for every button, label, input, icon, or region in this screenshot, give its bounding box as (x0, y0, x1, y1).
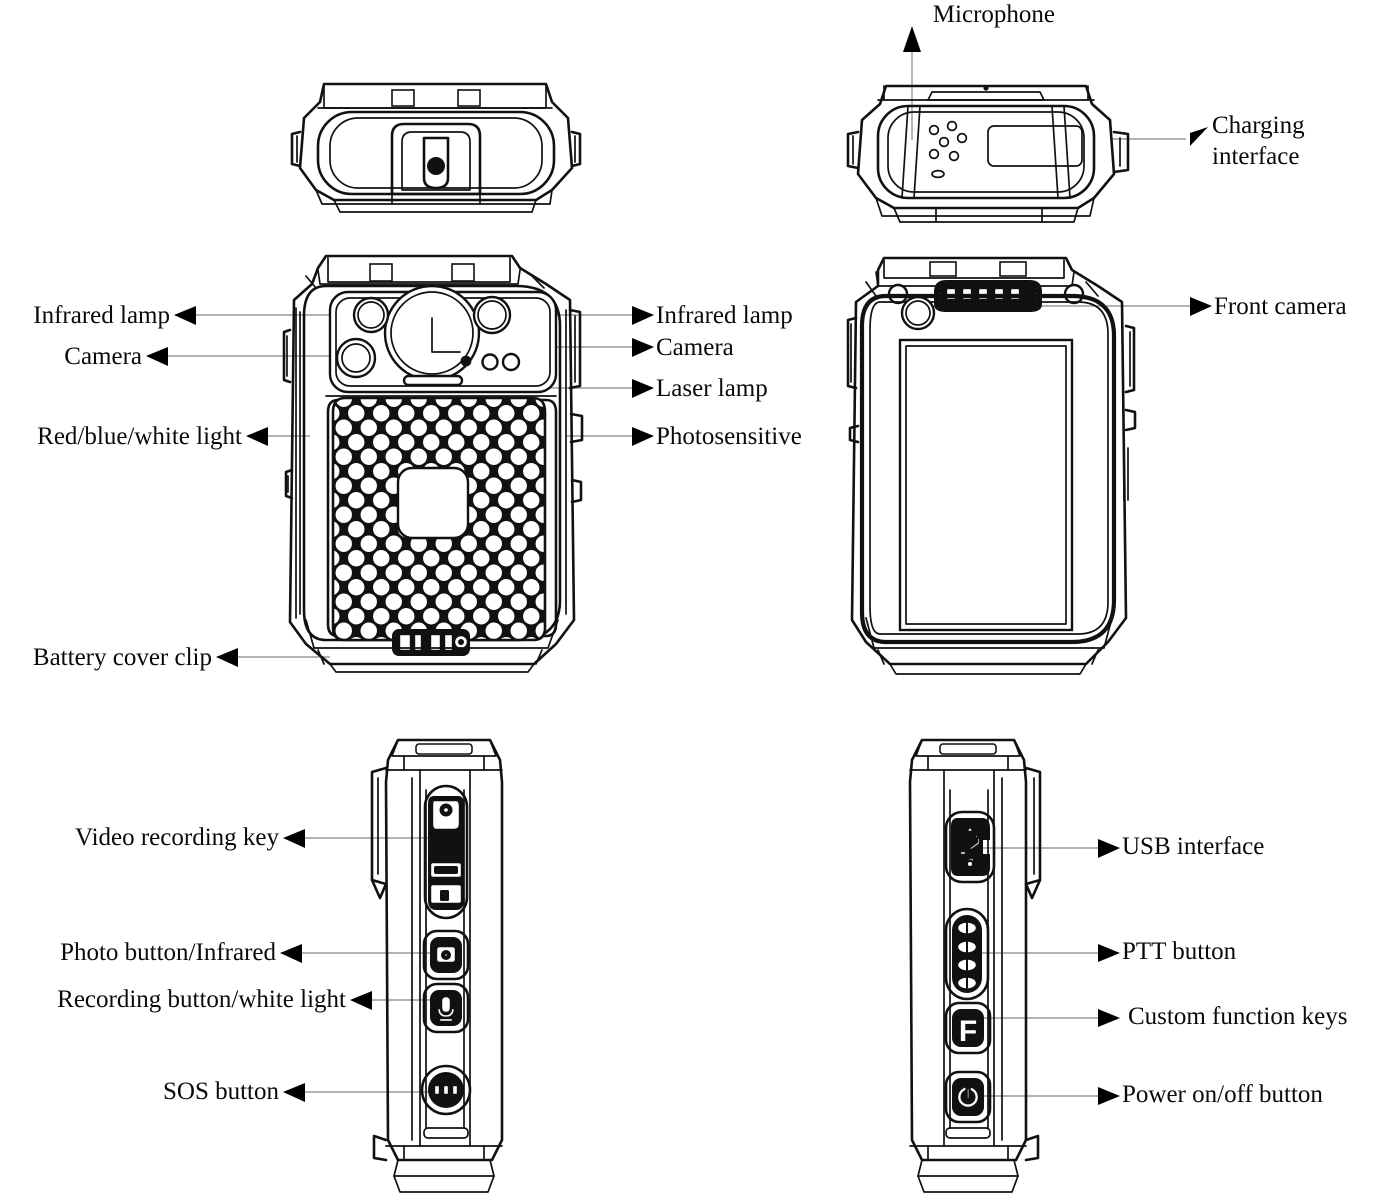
label-sos-button: SOS button (162, 1078, 279, 1105)
label-charging-line2: interface (1212, 143, 1300, 170)
label-laser-lamp: Laser lamp (656, 375, 768, 402)
arrow-infrared-left (174, 306, 196, 325)
label-recording-button-white-light: Recording button/white light (57, 986, 346, 1013)
arrow-front-camera (1190, 297, 1212, 316)
label-infrared-lamp-left: Infrared lamp (33, 302, 170, 329)
label-photo-button-infrared: Photo button/Infrared (60, 939, 276, 966)
label-ptt-button: PTT button (1122, 938, 1237, 965)
label-front-camera: Front camera (1214, 293, 1347, 320)
label-photosensitive: Photosensitive (656, 423, 802, 450)
arrow-rbw-light (246, 427, 268, 446)
arrow-usb (1098, 839, 1120, 858)
label-usb-interface: USB interface (1122, 833, 1265, 860)
label-video-recording-key: Video recording key (75, 824, 279, 851)
arrow-battery-clip (216, 648, 238, 667)
arrow-video-key (283, 829, 305, 848)
label-camera-left: Camera (64, 343, 142, 370)
arrow-microphone (903, 26, 921, 52)
label-microphone: Microphone (932, 1, 1055, 28)
label-custom-function-keys: Custom function keys (1128, 1003, 1348, 1030)
label-charging-interface: Charging interface (1212, 110, 1362, 172)
label-battery-cover-clip: Battery cover clip (32, 644, 212, 671)
label-infrared-lamp-right: Infrared lamp (656, 302, 793, 329)
arrow-camera-left (146, 347, 168, 366)
arrow-laser-lamp (632, 379, 654, 398)
arrow-camera-right (632, 338, 654, 357)
label-red-blue-white-light: Red/blue/white light (37, 423, 242, 450)
arrow-photosensitive (632, 427, 654, 446)
label-camera-right: Camera (656, 334, 734, 361)
label-power-button: Power on/off button (1122, 1081, 1323, 1108)
arrow-sos-button (283, 1083, 305, 1102)
svg-text:F: F (959, 1015, 977, 1048)
arrow-recording-button (350, 991, 372, 1010)
arrow-power-button (1098, 1087, 1120, 1105)
arrow-function-keys (1098, 1009, 1120, 1027)
arrow-photo-button (280, 944, 302, 963)
label-charging-line1: Charging (1212, 112, 1305, 139)
arrow-infrared-right (632, 306, 654, 325)
arrow-ptt (1098, 944, 1120, 962)
arrow-charging (1190, 127, 1208, 146)
